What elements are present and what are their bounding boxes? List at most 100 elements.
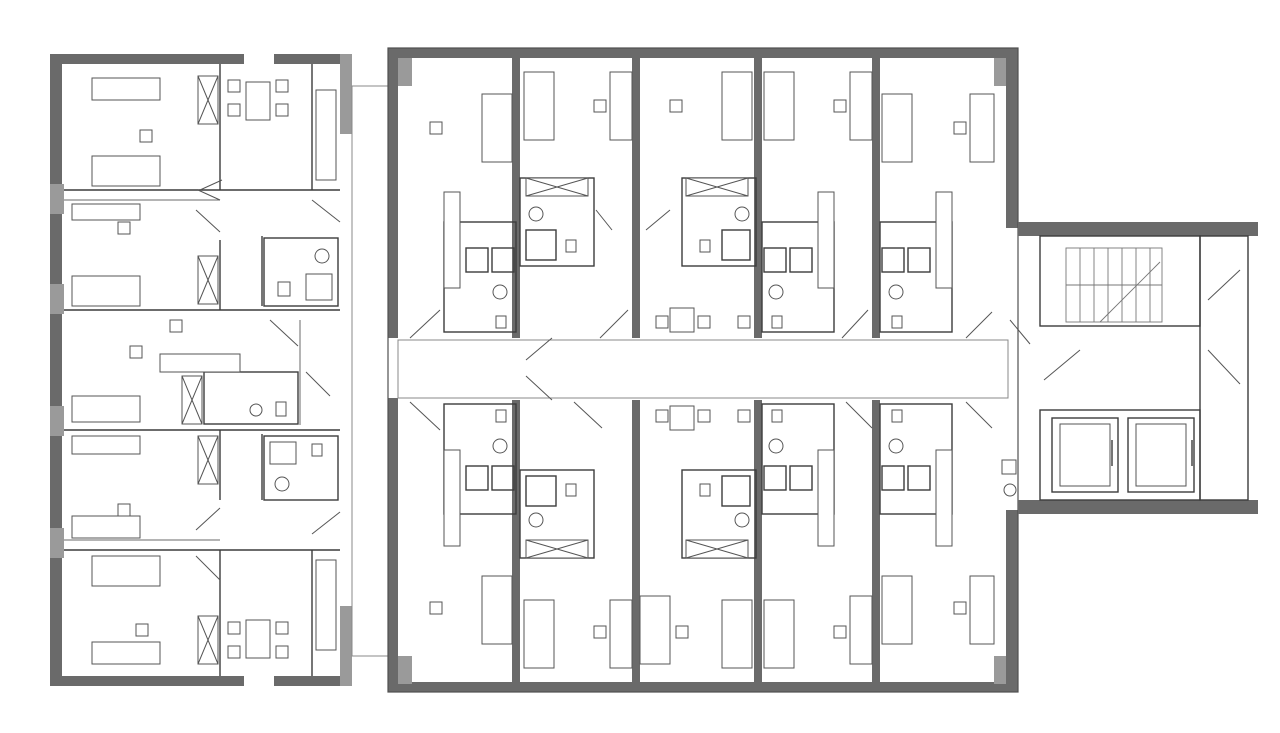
chair bbox=[117, 503, 131, 517]
bed bbox=[91, 77, 161, 101]
bed bbox=[763, 71, 795, 141]
bed bbox=[849, 595, 873, 665]
stair bbox=[1065, 247, 1163, 323]
chair bbox=[697, 315, 711, 329]
bathroom-pod bbox=[681, 177, 757, 267]
core-south-wall bbox=[1018, 500, 1258, 514]
window-gap bbox=[244, 676, 274, 686]
bed bbox=[609, 599, 633, 669]
window bbox=[50, 528, 64, 558]
chair bbox=[169, 319, 183, 333]
table bbox=[669, 405, 695, 431]
party-wall bbox=[872, 58, 880, 338]
dining-table bbox=[227, 619, 289, 659]
bed bbox=[481, 575, 513, 645]
party-wall bbox=[512, 400, 520, 682]
bathroom bbox=[263, 435, 339, 501]
sink bbox=[314, 248, 330, 264]
core-east-bay bbox=[1199, 235, 1249, 501]
kitchen-counter bbox=[159, 89, 337, 651]
chair bbox=[833, 625, 847, 639]
chair bbox=[953, 121, 967, 135]
bed bbox=[763, 599, 795, 669]
chair bbox=[593, 625, 607, 639]
stair-enclosure bbox=[1039, 235, 1201, 327]
wardrobe bbox=[197, 75, 219, 125]
bed bbox=[523, 71, 555, 141]
central-west-wall-s bbox=[388, 398, 398, 692]
window bbox=[50, 284, 64, 314]
door bbox=[1207, 349, 1241, 385]
party-wall bbox=[512, 58, 520, 338]
chair bbox=[593, 99, 607, 113]
bathroom-pod bbox=[879, 191, 953, 333]
bed bbox=[523, 599, 555, 669]
bed bbox=[481, 93, 513, 163]
chair bbox=[655, 409, 669, 423]
chair bbox=[117, 221, 131, 235]
elevator bbox=[1127, 417, 1195, 493]
bed bbox=[91, 555, 161, 587]
sink bbox=[249, 403, 263, 417]
chair bbox=[833, 99, 847, 113]
chair bbox=[139, 129, 153, 143]
door bbox=[269, 319, 299, 347]
party-wall bbox=[632, 400, 640, 682]
wardrobe bbox=[197, 435, 219, 485]
chair bbox=[669, 99, 683, 113]
bed bbox=[721, 71, 753, 141]
chair bbox=[953, 601, 967, 615]
bed bbox=[71, 515, 141, 539]
bed bbox=[849, 71, 873, 141]
party-wall bbox=[632, 58, 640, 338]
door bbox=[195, 555, 221, 581]
wardrobe bbox=[181, 375, 203, 425]
bathroom bbox=[263, 237, 339, 307]
window bbox=[50, 406, 64, 436]
bed bbox=[71, 203, 141, 221]
window bbox=[50, 184, 64, 214]
west-wing-north-wall bbox=[50, 54, 352, 64]
wardrobe bbox=[197, 255, 219, 305]
chair bbox=[129, 345, 143, 359]
bed bbox=[91, 641, 161, 665]
bed bbox=[881, 575, 913, 645]
party-wall bbox=[754, 400, 762, 682]
west-wing-east-wall-n bbox=[340, 54, 352, 134]
central-block bbox=[387, 47, 1031, 693]
door bbox=[195, 507, 221, 531]
window-bars bbox=[398, 58, 1006, 684]
bathroom-pod bbox=[761, 403, 835, 547]
bed bbox=[881, 93, 913, 163]
bed bbox=[71, 395, 141, 423]
chair bbox=[429, 601, 443, 615]
chair bbox=[737, 315, 751, 329]
bed bbox=[721, 599, 753, 669]
door bbox=[1207, 269, 1241, 301]
bed bbox=[91, 155, 161, 187]
chair bbox=[135, 623, 149, 637]
bed bbox=[969, 575, 995, 645]
toilet bbox=[311, 443, 323, 457]
door bbox=[1043, 349, 1081, 381]
party-wall bbox=[872, 400, 880, 682]
bathroom-pod bbox=[761, 191, 835, 333]
door bbox=[311, 511, 341, 535]
bed bbox=[969, 93, 995, 163]
bed bbox=[71, 435, 141, 455]
bathroom-pod bbox=[519, 177, 595, 267]
bathroom-pod bbox=[681, 469, 757, 559]
east-core bbox=[1001, 222, 1258, 514]
chair bbox=[429, 121, 443, 135]
west-wing-east-wall-s bbox=[340, 606, 352, 686]
west-wing-south-wall bbox=[50, 676, 352, 686]
west-wing-west-wall bbox=[50, 54, 62, 686]
bed bbox=[71, 275, 141, 307]
shower bbox=[305, 273, 333, 301]
bed bbox=[639, 595, 671, 665]
fixture bbox=[1003, 483, 1017, 497]
central-east-wall-n bbox=[1006, 48, 1018, 228]
wardrobe bbox=[197, 615, 219, 665]
door bbox=[305, 371, 331, 397]
bathroom-pod bbox=[443, 191, 517, 333]
